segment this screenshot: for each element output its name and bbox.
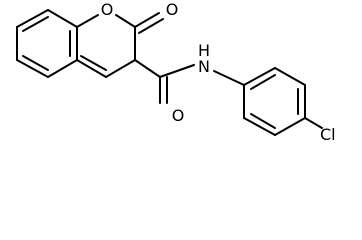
bond (250, 74, 276, 90)
chlorine-label: Cl (320, 125, 336, 144)
bond (16, 59, 49, 78)
bond (22, 16, 49, 32)
bond (138, 18, 164, 34)
bond (243, 67, 276, 86)
bond (80, 55, 107, 71)
chemical-structure: O O N H O Cl (16, 0, 336, 144)
bond (76, 14, 99, 28)
bond (159, 64, 195, 78)
bond-lines (16, 9, 323, 136)
bond (76, 59, 107, 78)
carbonyl-oxygen-label: O (166, 0, 179, 19)
atom-labels: O O N H O Cl (101, 0, 336, 144)
amide-oxygen-label: O (172, 106, 185, 125)
bond (22, 55, 49, 71)
bond (105, 59, 136, 78)
bond (274, 67, 306, 86)
bond (134, 59, 161, 78)
bond (243, 117, 276, 136)
amide-hydrogen-label: H (198, 41, 210, 60)
ring-oxygen-label: O (101, 0, 114, 19)
bond (213, 70, 245, 86)
bond (47, 9, 78, 28)
bond (115, 14, 136, 28)
bond (134, 12, 160, 28)
bond (16, 9, 49, 28)
bond (250, 113, 276, 129)
bond (274, 117, 306, 136)
bond (304, 117, 323, 129)
amide-nitrogen-label: N (198, 57, 210, 76)
bond (47, 59, 78, 78)
